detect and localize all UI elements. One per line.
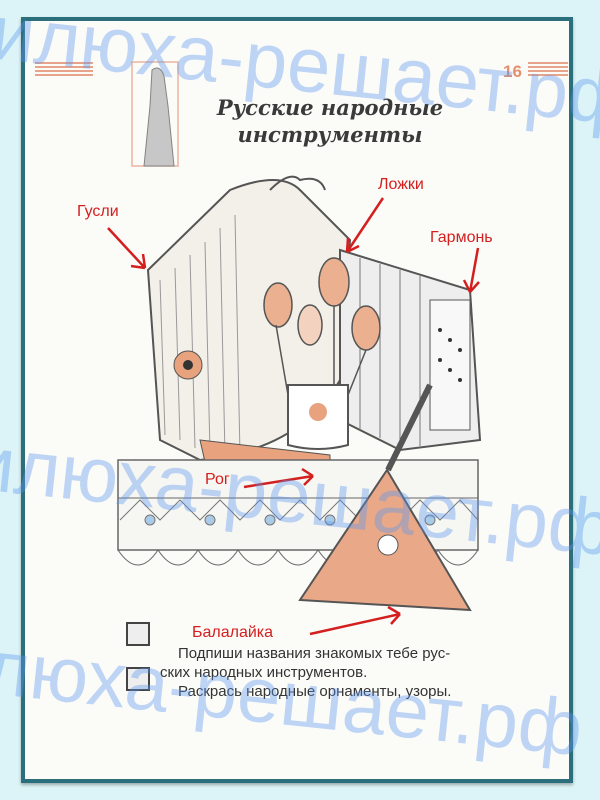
page-title: Русские народные инструменты [200,94,460,148]
page-number: 16 [503,62,522,81]
balalaika-image [298,383,472,612]
decor-stripes-right [528,62,568,78]
label-gusli: Гусли [77,203,119,220]
pot-image [287,384,349,450]
palette-icon [126,667,150,691]
title-line-2: инструменты [237,122,423,147]
lozhki-image [263,257,381,396]
label-balalaika: Балалайка [192,624,274,641]
label-lozhki: Ложки [378,176,424,193]
label-garmon: Гармонь [430,229,493,246]
title-line-1: Русские народные [216,95,444,120]
label-rog: Рог [205,471,230,488]
garmon-image [339,248,482,452]
woman-figure-image [131,61,179,167]
label-arrows [107,197,480,636]
book-pencil-icon [126,622,150,646]
instruction-line-1: Подпиши названия знакомых тебе рус- [178,645,451,662]
instruction-line-3: Раскрась народные орнаменты, узоры. [178,683,452,700]
decor-stripes-left [35,62,93,78]
instruction-line-2: ских народных инструментов. [160,664,368,681]
